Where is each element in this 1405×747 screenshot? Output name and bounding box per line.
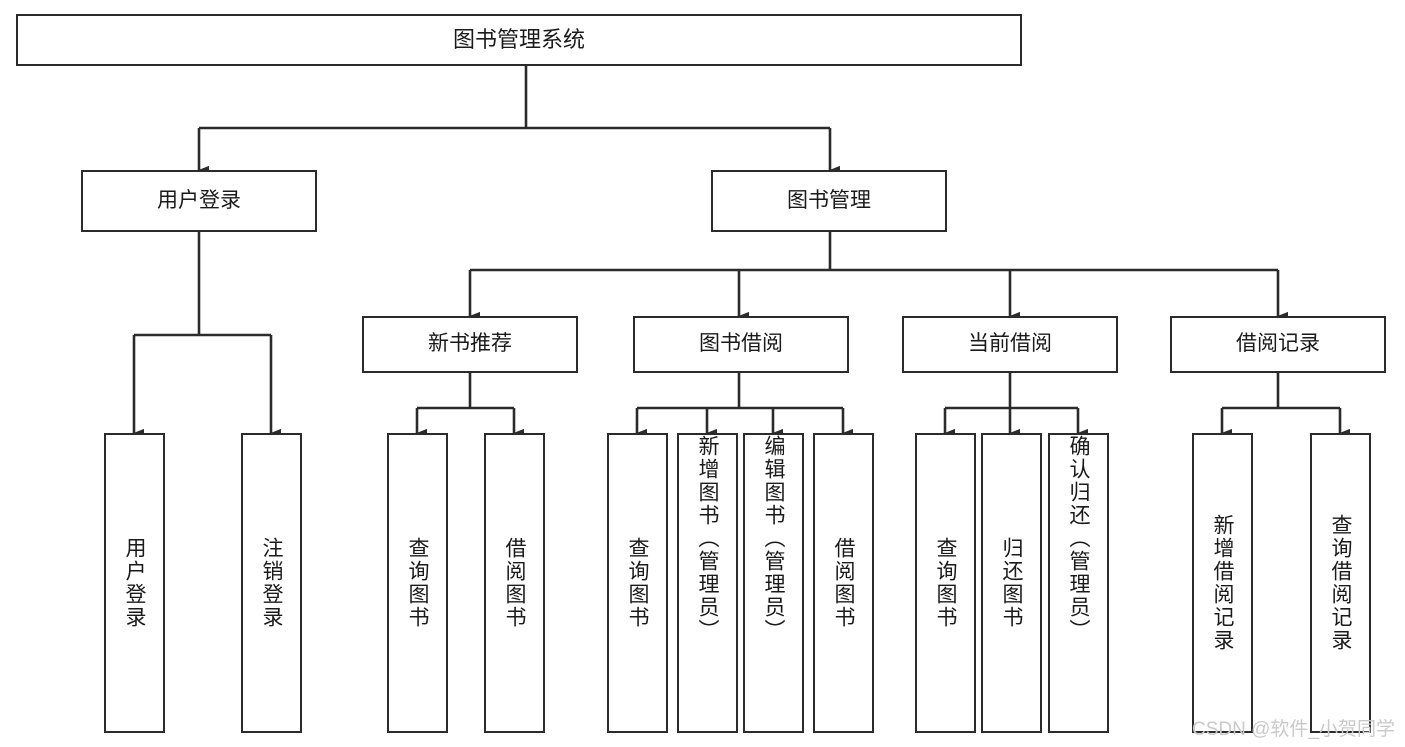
node-label: 用户登录 [123,537,146,629]
node-label: 图书借阅 [699,332,783,356]
node-label: 归还图书 [1000,537,1023,629]
node-user-login[interactable]: 用户登录 [81,170,317,232]
leaf-new-book-borrow[interactable]: 借阅图书 [484,433,545,733]
node-label: 当前借阅 [968,332,1052,356]
node-label: 图书管理 [787,188,871,212]
leaf-borrow-record-add[interactable]: 新增借阅记录 [1192,433,1253,733]
leaf-current-borrow-confirm-return[interactable]: 确认归还（管理员） [1048,433,1109,733]
node-label: 编辑图书（管理员） [762,435,785,642]
node-label: 新增借阅记录 [1211,514,1234,652]
node-label: 确认归还（管理员） [1067,435,1090,642]
node-label: 新增图书（管理员） [696,435,719,642]
node-book-borrow[interactable]: 图书借阅 [633,316,849,373]
leaf-current-borrow-query[interactable]: 查询图书 [915,433,976,733]
node-label: 图书管理系统 [452,27,585,53]
leaf-current-borrow-return[interactable]: 归还图书 [981,433,1042,733]
node-current-borrow[interactable]: 当前借阅 [902,316,1118,373]
leaf-borrow-record-query[interactable]: 查询借阅记录 [1310,433,1371,733]
node-label: 查询图书 [934,537,957,629]
leaf-book-borrow-query[interactable]: 查询图书 [607,433,668,733]
node-label: 借阅记录 [1236,332,1320,356]
leaf-user-login-login[interactable]: 用户登录 [104,433,165,733]
node-root-system[interactable]: 图书管理系统 [16,14,1022,66]
leaf-book-borrow-lend[interactable]: 借阅图书 [813,433,874,733]
node-borrow-record[interactable]: 借阅记录 [1170,316,1386,373]
node-label: 查询借阅记录 [1329,514,1352,652]
node-label: 借阅图书 [503,537,526,629]
leaf-book-borrow-edit[interactable]: 编辑图书（管理员） [743,433,804,733]
leaf-new-book-query[interactable]: 查询图书 [387,433,448,733]
node-new-book-recommend[interactable]: 新书推荐 [362,316,578,373]
node-label: 用户登录 [157,188,241,212]
node-label: 查询图书 [626,537,649,629]
node-book-management[interactable]: 图书管理 [711,170,947,232]
node-label: 借阅图书 [832,537,855,629]
leaf-book-borrow-add[interactable]: 新增图书（管理员） [677,433,738,733]
node-label: 新书推荐 [428,332,512,356]
node-label: 注销登录 [260,537,283,629]
node-label: 查询图书 [406,537,429,629]
leaf-user-login-logout[interactable]: 注销登录 [241,433,302,733]
watermark-text: CSDN @软件_小贺同学 [1192,719,1395,740]
